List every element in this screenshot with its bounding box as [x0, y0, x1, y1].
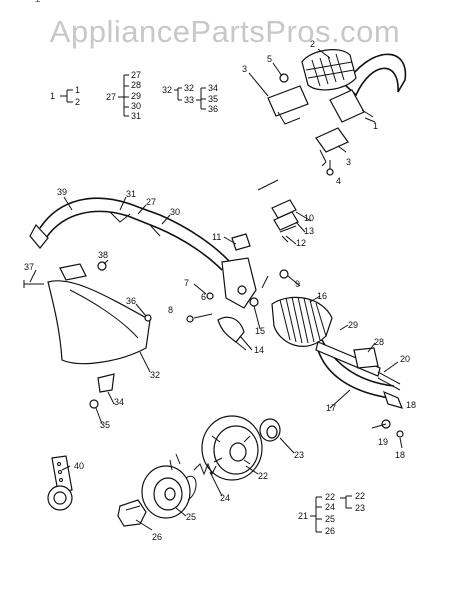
- callout-4: 4: [336, 176, 341, 186]
- callout-39: 39: [57, 187, 67, 197]
- callout-26: 26: [152, 532, 162, 542]
- callout-32: 32: [150, 370, 160, 380]
- group-22-child-2: 23: [355, 503, 365, 513]
- engine-housing: [186, 233, 289, 351]
- group-1-child-1: 1: [75, 85, 80, 95]
- group-27-child-2: 28: [131, 80, 141, 90]
- callout-25: 25: [186, 512, 196, 522]
- callout-15: 15: [255, 326, 265, 336]
- callout-36: 36: [126, 296, 136, 306]
- group-legend-27: 27 27 28 29 30 31: [106, 70, 141, 121]
- callout-30: 30: [170, 207, 180, 217]
- group-27-child-4: 30: [131, 101, 141, 111]
- group-21-child-2: 24: [325, 502, 335, 512]
- callout-18-top: 18: [406, 400, 416, 410]
- clutch-plate: [141, 453, 197, 519]
- leader-lines: [29, 48, 403, 531]
- main-shaft: [29, 197, 231, 271]
- callout-12: 12: [296, 238, 306, 248]
- group-33-child-2: 35: [208, 94, 218, 104]
- callout-34: 34: [114, 397, 124, 407]
- callout-9: 9: [295, 279, 300, 289]
- callout-37: 37: [24, 262, 34, 272]
- callout-8: 8: [168, 305, 173, 315]
- group-21-parent: 21: [298, 511, 308, 521]
- callout-29: 29: [348, 320, 358, 330]
- callout-31: 31: [126, 189, 136, 199]
- callout-20: 20: [400, 354, 410, 364]
- group-1-child-2: 2: [75, 97, 80, 107]
- group-21-child-1: 22: [325, 492, 335, 502]
- group-legend-1: 1 1 2: [50, 85, 80, 107]
- callout-5: 5: [267, 54, 272, 64]
- group-33-child-1: 34: [208, 83, 218, 93]
- watermark: AppliancePartsPros.com: [49, 14, 401, 49]
- group-27-child-5: 31: [131, 111, 141, 121]
- spring-24: [193, 462, 217, 476]
- group-32-child-1: 32: [184, 83, 194, 93]
- group-27-child-1: 27: [131, 70, 141, 80]
- knob-26: [117, 499, 147, 527]
- callout-3-top: 3: [242, 64, 247, 74]
- clamp-parts: [257, 179, 299, 243]
- group-33-child-3: 36: [208, 104, 218, 114]
- group-21-child-3: 25: [325, 514, 335, 524]
- callout-35: 35: [100, 420, 110, 430]
- callout-6: 6: [201, 292, 206, 302]
- callout-1: 1: [373, 121, 378, 131]
- callout-14: 14: [254, 345, 264, 355]
- group-27-parent: 27: [106, 92, 116, 102]
- callout-13: 13: [304, 226, 314, 236]
- top-fragment-text: — 1: [22, 0, 40, 5]
- callout-10-top: 10: [304, 213, 314, 223]
- callout-17: 17: [326, 403, 336, 413]
- wrench-tool: [47, 455, 73, 511]
- group-32-parent: 32: [162, 85, 172, 95]
- lower-shaft: [315, 339, 404, 438]
- group-21-child-4: 26: [325, 526, 335, 536]
- guard-deflector: [23, 261, 152, 409]
- handle-assembly: [267, 49, 407, 176]
- callout-28: 28: [374, 337, 384, 347]
- group-32-child-2: 33: [184, 95, 194, 105]
- callout-22: 22: [258, 471, 268, 481]
- group-1-parent: 1: [50, 91, 55, 101]
- callout-27: 27: [146, 197, 156, 207]
- callout-3-bottom: 3: [346, 157, 351, 167]
- callout-19: 19: [378, 437, 388, 447]
- group-22-child-1: 22: [355, 491, 365, 501]
- callout-16: 16: [317, 291, 327, 301]
- group-legend-21: 21 22 24 25 26 22 23: [298, 491, 365, 536]
- callout-38: 38: [98, 250, 108, 260]
- clutch-drum: [201, 415, 281, 481]
- callout-2: 2: [310, 39, 315, 49]
- callout-24: 24: [220, 493, 230, 503]
- callout-23: 23: [294, 450, 304, 460]
- callout-labels: 1 2 3 5 3 4 10 13 12 11 9 7 6 8 15 16 14…: [24, 39, 416, 542]
- group-27-child-3: 29: [131, 91, 141, 101]
- callout-40: 40: [74, 461, 84, 471]
- callout-18-bottom: 18: [395, 450, 405, 460]
- group-legend-32: 32 32 33 34 35 36: [162, 83, 218, 114]
- callout-11: 11: [212, 232, 221, 242]
- callout-7: 7: [184, 278, 189, 288]
- coil-spring: [271, 296, 333, 347]
